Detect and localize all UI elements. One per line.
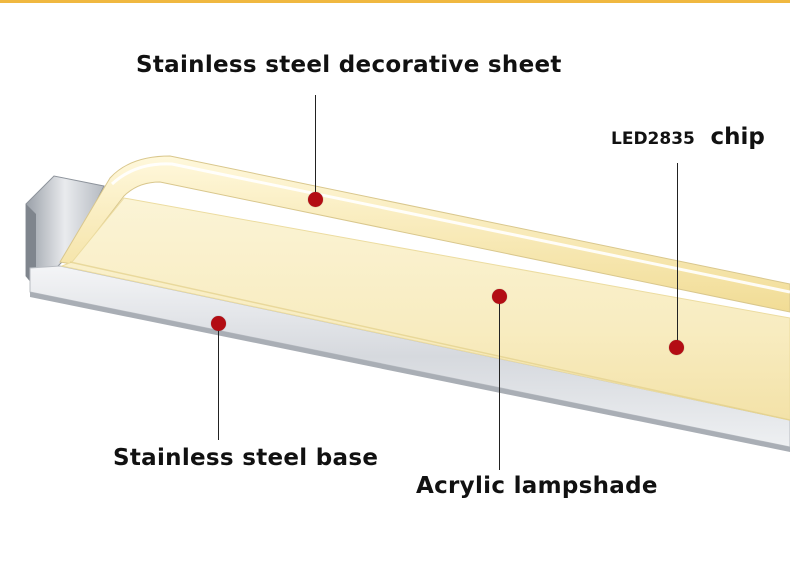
marker-lampshade bbox=[492, 289, 507, 304]
lead-line-led-chip bbox=[677, 163, 678, 348]
decorative-steel-frame bbox=[59, 155, 790, 313]
lead-line-lampshade bbox=[499, 297, 500, 470]
marker-decorative-sheet bbox=[308, 192, 323, 207]
marker-base bbox=[211, 316, 226, 331]
wall-bracket-side bbox=[26, 204, 36, 288]
label-led-word: chip bbox=[710, 124, 765, 150]
lead-line-base bbox=[218, 324, 219, 440]
label-lampshade: Acrylic lampshade bbox=[416, 473, 658, 499]
label-led-code: LED2835 bbox=[611, 129, 695, 149]
label-decorative-sheet: Stainless steel decorative sheet bbox=[136, 52, 562, 78]
acrylic-panel bbox=[60, 197, 790, 421]
label-led-chip: LED2835 chip bbox=[611, 126, 765, 149]
steel-base-edge bbox=[30, 292, 790, 452]
label-base: Stainless steel base bbox=[113, 445, 379, 471]
decorative-steel-frame-shine bbox=[110, 162, 790, 294]
steel-base bbox=[29, 265, 790, 448]
marker-led-chip bbox=[669, 340, 684, 355]
lead-line-decorative-sheet bbox=[315, 95, 316, 199]
top-accent-border bbox=[0, 0, 790, 3]
